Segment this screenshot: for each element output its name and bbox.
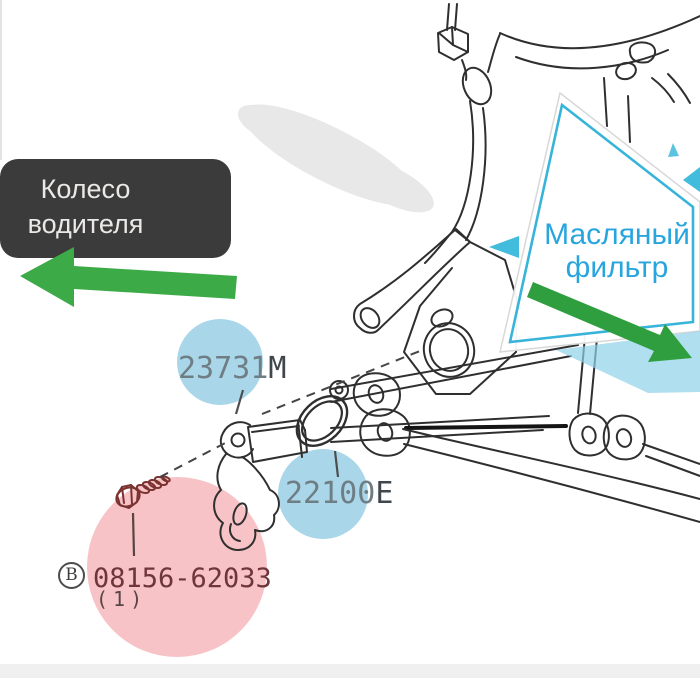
- callout-panel-border: [508, 102, 695, 344]
- mount-lug: [359, 408, 411, 457]
- part-number-23731M: 23731M: [178, 353, 286, 385]
- engine-line: [627, 95, 631, 143]
- leader-lines: [131, 350, 421, 557]
- leader-bolt: [131, 512, 136, 557]
- blue-highlight-circle-oring: [278, 449, 368, 539]
- bracket-big-hole: [422, 322, 476, 378]
- dashed-axis: [159, 439, 232, 478]
- engine-line: [667, 73, 691, 104]
- engine-line: [603, 77, 608, 127]
- engine-line: [461, 59, 468, 81]
- leader-22100E: [333, 450, 340, 478]
- mount-lug-hole: [376, 422, 394, 442]
- thick-line: [404, 424, 568, 430]
- engine-left-edge: [424, 100, 475, 264]
- sensor-arm: [213, 453, 280, 551]
- part-qty: (1): [96, 587, 148, 611]
- engine-hole: [615, 61, 637, 81]
- engine-line: [651, 77, 675, 103]
- engine-line: [438, 26, 469, 53]
- bracket-small-hole: [430, 308, 454, 328]
- blue-highlight-circle-sensor: [177, 319, 263, 405]
- camshaft-sensor-drawing: [213, 395, 349, 551]
- page-edge-line: [0, 0, 2, 160]
- stabilizer-bar: [403, 443, 700, 523]
- sensor-body: [247, 419, 308, 463]
- sensor-arm-curl: [229, 523, 241, 542]
- sensor-arm-slot: [232, 502, 248, 526]
- bolt-drawing: [115, 475, 171, 509]
- bracket-arm-hole: [359, 307, 381, 329]
- driver-wheel-label: Колесо водителя: [0, 159, 231, 258]
- engine-hole: [628, 41, 656, 64]
- subframe-beam: [330, 429, 544, 443]
- part-suffix-M: M: [268, 351, 287, 386]
- subframe-beam: [330, 355, 572, 403]
- cyan-small-triangle-icon: [668, 143, 679, 157]
- bushing-hole: [581, 425, 597, 445]
- engine-line: [454, 3, 458, 31]
- part-number-bolt: 08156-62033: [93, 563, 272, 594]
- bellhousing-arc: [515, 49, 669, 70]
- rod: [642, 443, 700, 465]
- part-suffix-E: E: [375, 476, 394, 511]
- engine-block-drawing: [424, 3, 700, 264]
- highlight-circles: [87, 319, 368, 657]
- engine-left-edge: [465, 107, 487, 241]
- oil-filter-label: Масляный фильтр: [517, 218, 700, 284]
- part-number-22100: 22100: [285, 476, 376, 511]
- bolt-tip: [161, 475, 171, 483]
- oring-outer: [295, 395, 349, 447]
- engine-bracket-drawing: [352, 228, 518, 457]
- subframe-beam: [330, 344, 579, 390]
- subframe-beam: [330, 415, 550, 429]
- bushing-hole: [615, 428, 633, 448]
- oring-inner: [301, 400, 343, 442]
- bracket-plate: [403, 229, 518, 395]
- part-number-23731: 23731: [178, 351, 269, 386]
- rod: [645, 455, 700, 477]
- callout-tail-icon: [489, 236, 519, 258]
- bushing-block: [568, 412, 610, 457]
- bracket-arm: [353, 228, 471, 334]
- bracket-big-hole-rim: [428, 328, 470, 372]
- bellhousing-arc: [499, 15, 700, 50]
- page-bottom-strip: [0, 664, 700, 678]
- oil-filter-label-line2: фильтр: [565, 251, 669, 284]
- driver-wheel-label-line1: Колесо: [40, 174, 131, 204]
- engine-boss: [461, 66, 493, 106]
- dashed-axis: [261, 350, 421, 415]
- engine-line: [446, 3, 450, 31]
- grey-smudge: [237, 104, 434, 213]
- stabilizer-bar: [402, 428, 700, 500]
- part-number-22100E: 22100E: [285, 478, 393, 510]
- sensor-ear-hole: [230, 432, 246, 448]
- bolt-flange: [115, 486, 141, 508]
- leader-23731M: [234, 389, 245, 415]
- bushing-block: [602, 414, 646, 461]
- driver-wheel-label-line2: водителя: [27, 209, 144, 239]
- subframe-drawing: [329, 335, 700, 523]
- oil-filter-label-line1: Масляный: [544, 218, 690, 251]
- cyan-triangle-icon: [683, 167, 700, 192]
- sensor-ear: [219, 421, 254, 459]
- engine-line: [487, 33, 501, 73]
- beam-end-eye-hole: [334, 385, 344, 395]
- prefix-b-badge: B: [58, 562, 85, 589]
